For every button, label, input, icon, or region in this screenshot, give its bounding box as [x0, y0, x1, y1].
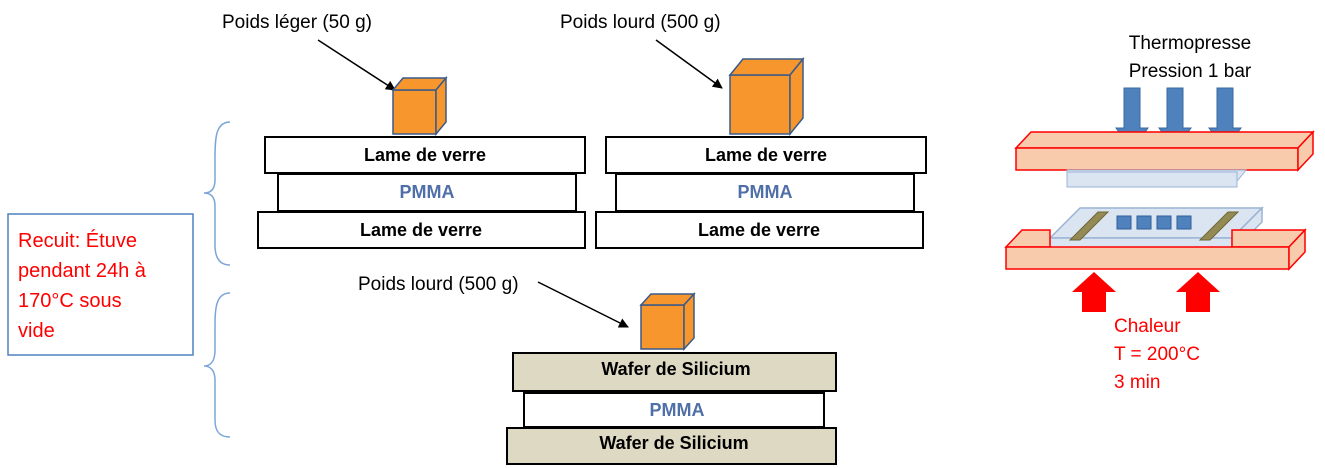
recuit-box [7, 213, 194, 356]
heavy-weight-cube-bottom [639, 292, 696, 351]
channel-square-2 [1136, 215, 1152, 230]
pmma-layer-middle [615, 173, 915, 212]
glass-slide-top-left-label: Lame de verre [364, 145, 486, 165]
electrode-left [1068, 211, 1110, 241]
heavy-weight-label-bottom: Poids lourd (500 g) [358, 274, 519, 295]
brace-bottom [203, 292, 231, 438]
electrode-right [1198, 211, 1240, 241]
thermopress-title-line-2: Pression 1 bar [1129, 61, 1252, 82]
thermopress-title-line-1: Thermopresse [1129, 33, 1252, 54]
light-weight-pointer [317, 39, 396, 91]
silicon-wafer-bottom [506, 427, 837, 465]
glass-slide-top-middle-label: Lame de verre [705, 145, 827, 165]
glass-slide-bottom-middle [595, 211, 924, 249]
recuit-line-2: pendant 24h à [18, 260, 147, 282]
heat-label-line-2: T = 200°C [1114, 344, 1200, 365]
upper-mold [1066, 169, 1248, 188]
silicon-wafer-top-label: Wafer de Silicium [601, 359, 750, 379]
brace-top [203, 121, 231, 266]
upper-press-plate [1014, 130, 1315, 172]
glass-slide-bottom-left-label: Lame de verre [360, 220, 482, 240]
channel-square-4 [1176, 215, 1192, 230]
channel-square-1 [1116, 215, 1132, 230]
heavy-weight-pointer-top [655, 39, 723, 89]
lower-press-plate [1004, 228, 1307, 271]
heat-arrow-right [1176, 272, 1220, 312]
glass-slide-top-left [264, 136, 586, 174]
heavy-weight-cube-top [728, 56, 805, 137]
light-weight-cube [391, 75, 448, 137]
pmma-label-bottom: PMMA [650, 400, 705, 420]
pmma-label-left: PMMA [400, 182, 455, 202]
light-weight-label: Poids léger (50 g) [222, 12, 372, 33]
recuit-line-4: vide [18, 320, 55, 342]
glass-slide-bottom-middle-label: Lame de verre [698, 220, 820, 240]
silicon-wafer-bottom-label: Wafer de Silicium [599, 433, 748, 453]
heat-label-line-3: 3 min [1114, 372, 1160, 393]
glass-slide-top-middle [605, 136, 927, 174]
pmma-label-middle: PMMA [738, 182, 793, 202]
recuit-line-3: 170°C sous [18, 290, 122, 312]
glass-slide-bottom-left [257, 211, 586, 249]
heat-arrow-left [1072, 272, 1116, 312]
heavy-weight-pointer-bottom [537, 281, 629, 328]
heavy-weight-label-top: Poids lourd (500 g) [560, 12, 721, 33]
heat-label-line-1: Chaleur [1114, 316, 1181, 337]
channel-square-3 [1156, 215, 1172, 230]
recuit-line-1: Recuit: Étuve [18, 229, 137, 252]
silicon-wafer-top [512, 352, 837, 392]
